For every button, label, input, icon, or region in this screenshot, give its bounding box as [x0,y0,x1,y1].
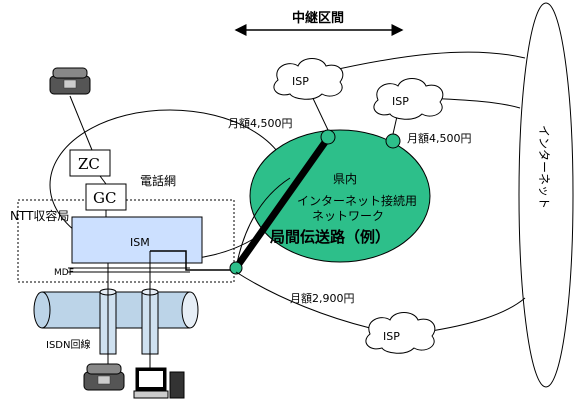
phone-network-label: 電話網 [140,173,176,188]
gc-label: GC [93,189,116,207]
fee-left: 月額4,500円 [228,117,293,130]
isp-cloud-bottom: ISP [365,312,436,354]
zc-label: ZC [78,155,100,173]
node-junction [229,261,243,275]
isp-top-left-label: ISP [292,75,309,88]
phone-to-zc-line [69,95,93,151]
relay-section: 中継区間 [234,10,404,36]
transmission-path [233,135,331,271]
isdn-line-label: ISDN回線 [46,338,90,351]
isp-bottom-label: ISP [383,330,400,343]
internet-cloud: インターネット [518,2,574,388]
prefecture-line2: ネットワーク [312,209,384,223]
link-isp-top-left-to-internet [324,51,526,73]
prefecture-line1: インターネット接続用 [297,193,417,208]
node-top-right [385,133,401,149]
internet-label: インターネット [537,125,551,209]
link-junction-to-isp-bottom [235,271,371,329]
link-isp-bottom-to-internet [424,297,526,333]
fee-bottom: 月額2,900円 [290,292,355,305]
telephone-icon-bottom [83,363,125,391]
computer-icon [133,367,185,399]
isp-top-right-label: ISP [392,95,409,108]
isp-cloud-top-right: ISP [373,78,444,120]
ism-label: ISM [130,236,150,249]
zc-to-gc-line [99,175,107,185]
ism-box [71,216,203,264]
transmission-arc [235,177,291,269]
fee-right: 月額4,500円 [407,132,472,145]
node-top-left [320,129,336,145]
isp-cloud-top-left: ISP [273,58,344,100]
relay-section-label: 中継区間 [292,10,344,26]
telephone-icon-top [49,67,91,95]
mdf-label: MDF [54,268,74,278]
zc-box [69,149,111,177]
prefecture-title: 県内 [333,172,357,186]
ism-to-junction-line [150,250,234,271]
transmission-label: 局間伝送路（例） [269,228,390,246]
ntt-office-label: NTT収容局 [10,208,69,223]
prefecture-network [249,129,431,263]
